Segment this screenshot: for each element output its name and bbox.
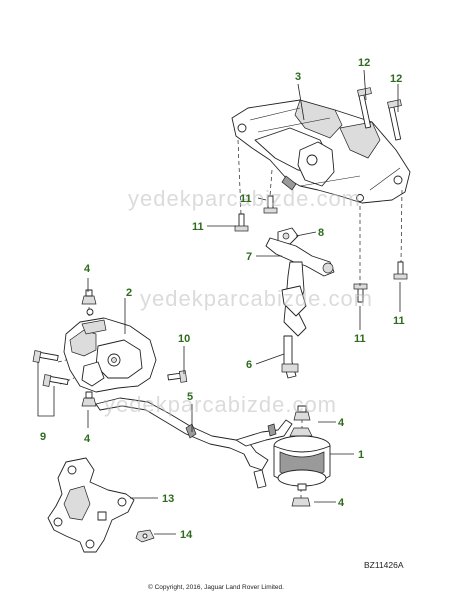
callout-4-top-left: 4 bbox=[84, 263, 91, 275]
leader-lines bbox=[37, 69, 401, 535]
callout-4-lower-right: 4 bbox=[338, 497, 345, 509]
nut-4-lower-right bbox=[291, 497, 311, 507]
callout-11-c: 11 bbox=[354, 333, 366, 345]
callout-13: 13 bbox=[162, 493, 174, 505]
callout-12-left: 12 bbox=[358, 57, 370, 69]
support-bracket-13 bbox=[47, 457, 135, 553]
callout-2: 2 bbox=[126, 287, 132, 299]
hose-6 bbox=[281, 335, 299, 379]
engine-mount-2 bbox=[63, 308, 157, 393]
reference-code: BZ11426A bbox=[364, 560, 404, 570]
callout-11-d: 11 bbox=[393, 315, 405, 327]
nut-14 bbox=[135, 529, 155, 543]
callout-5: 5 bbox=[187, 391, 193, 403]
long-bolt-12-left bbox=[357, 87, 372, 129]
callout-14: 14 bbox=[180, 529, 193, 541]
vacuum-pipe-5 bbox=[95, 397, 293, 489]
watermark-2: yedekparcabizde.com bbox=[140, 286, 373, 311]
bolt-9-lower bbox=[42, 374, 69, 387]
callout-8: 8 bbox=[318, 227, 324, 239]
bolt-11-a bbox=[263, 195, 278, 214]
bolt-4-upper-left bbox=[81, 289, 97, 305]
callout-11-b: 11 bbox=[192, 221, 204, 233]
watermark-3: yedekparcabizde.com bbox=[104, 392, 337, 417]
callout-1: 1 bbox=[358, 449, 364, 461]
callout-12-right: 12 bbox=[390, 73, 402, 85]
callout-11-a: 11 bbox=[240, 193, 252, 205]
watermark-1: yedekparcabizde.com bbox=[128, 186, 361, 211]
nut-4-upper-right bbox=[293, 405, 311, 421]
bolt-4-lower-left bbox=[81, 391, 97, 407]
callout-4-upper-right: 4 bbox=[338, 417, 345, 429]
long-bolt-12-right bbox=[387, 99, 402, 141]
bolt-9-upper bbox=[32, 350, 59, 363]
callout-10: 10 bbox=[178, 333, 190, 345]
callout-3: 3 bbox=[295, 71, 301, 83]
callout-4-bottom-left: 4 bbox=[84, 433, 91, 445]
bolt-10 bbox=[167, 370, 188, 383]
vacuum-hose-7 bbox=[265, 237, 335, 337]
callout-6: 6 bbox=[246, 359, 252, 371]
copyright-notice: © Copyright, 2016, Jaguar Land Rover Lim… bbox=[148, 583, 284, 591]
bolt-11-b bbox=[234, 213, 249, 232]
bolt-11-c bbox=[393, 261, 408, 280]
hydraulic-mount-1 bbox=[273, 427, 331, 491]
bolt-11-d bbox=[353, 283, 368, 303]
callout-7: 7 bbox=[246, 251, 252, 263]
callout-9: 9 bbox=[40, 431, 46, 443]
